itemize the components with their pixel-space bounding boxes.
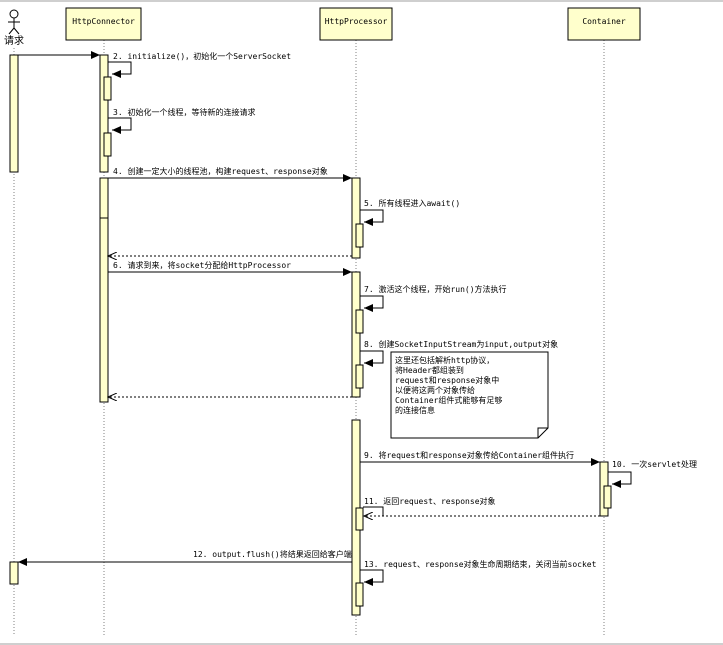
note-line-6: 的连接信息 xyxy=(395,405,435,415)
activation-processor-1 xyxy=(351,177,361,259)
message-9-label: 9. 将request和response对象传给Container组件执行 xyxy=(364,450,574,460)
activation-user-2 xyxy=(9,561,19,585)
frame-bottom xyxy=(0,643,723,645)
message-10-label: 10. 一次servlet处理 xyxy=(612,459,697,469)
arrow-13-self xyxy=(360,569,384,586)
note-line-1: 这里还包括解析http协议， xyxy=(395,355,494,365)
activation-connector-1a xyxy=(103,76,112,101)
note-line-4: 以便将这两个对象传给 xyxy=(395,385,475,395)
participant-connector-box xyxy=(65,7,142,41)
activation-processor-2a xyxy=(355,309,364,334)
note-fold xyxy=(537,427,548,438)
activation-processor-3a xyxy=(355,507,364,531)
message-3-label: 3. 初始化一个线程，等待新的连接请求 xyxy=(113,107,255,117)
actor-user-label: 请求 xyxy=(4,34,24,47)
arrow-7-self xyxy=(360,295,384,312)
processing-note: 这里还包括解析http协议， 将Header都组装到 request和respo… xyxy=(390,351,549,439)
activation-processor-2b xyxy=(355,364,364,389)
arrow-3-self xyxy=(108,117,132,134)
activation-processor-1a xyxy=(355,223,364,248)
arrow-5-self xyxy=(360,209,384,226)
note-line-2: 将Header都组装到 xyxy=(395,365,464,375)
activation-connector-2a xyxy=(99,177,109,219)
activation-processor-3b xyxy=(355,582,364,607)
activation-user-1 xyxy=(9,54,19,173)
frame-top xyxy=(0,0,723,2)
activation-connector-1 xyxy=(99,54,109,173)
arrow-2-self xyxy=(108,61,132,78)
message-4-label: 4. 创建一定大小的线程池，构建request、response对象 xyxy=(113,166,328,176)
activation-processor-2 xyxy=(351,271,361,398)
note-shape xyxy=(390,351,549,439)
activation-container-1a xyxy=(603,485,612,509)
message-13-label: 13. request、response对象生命周期结束，关闭当前socket xyxy=(364,559,597,569)
participant-connector-label: HttpConnector xyxy=(72,17,135,26)
message-7-label: 7. 激活这个线程，开始run()方法执行 xyxy=(364,284,507,294)
message-12-label: 12. output.flush()将结果返回给客户端 xyxy=(193,549,352,559)
message-6-label: 6. 请求到来，将socket分配给HttpProcessor xyxy=(113,260,291,270)
message-5-label: 5. 所有线程进入await() xyxy=(364,198,460,208)
arrow-8-self xyxy=(360,350,384,367)
participant-processor-label: HttpProcessor xyxy=(325,17,388,26)
arrow-11-return xyxy=(363,506,384,516)
user-actor-icon xyxy=(8,9,20,35)
note-line-3: request和response对象中 xyxy=(395,375,499,385)
participant-processor-box xyxy=(319,7,393,41)
message-8-label: 8. 创建SocketInputStream为input,output对象 xyxy=(364,339,558,349)
arrow-10-self xyxy=(608,471,632,488)
message-2-label: 2. initialize()，初始化一个ServerSocket xyxy=(113,51,291,61)
activation-connector-1b xyxy=(103,132,112,157)
note-line-5: Container组件式能够有足够 xyxy=(395,395,502,405)
message-11-label: 11. 返回request、response对象 xyxy=(364,496,496,506)
participant-container-box xyxy=(567,7,641,41)
participant-container-label: Container xyxy=(582,17,626,26)
